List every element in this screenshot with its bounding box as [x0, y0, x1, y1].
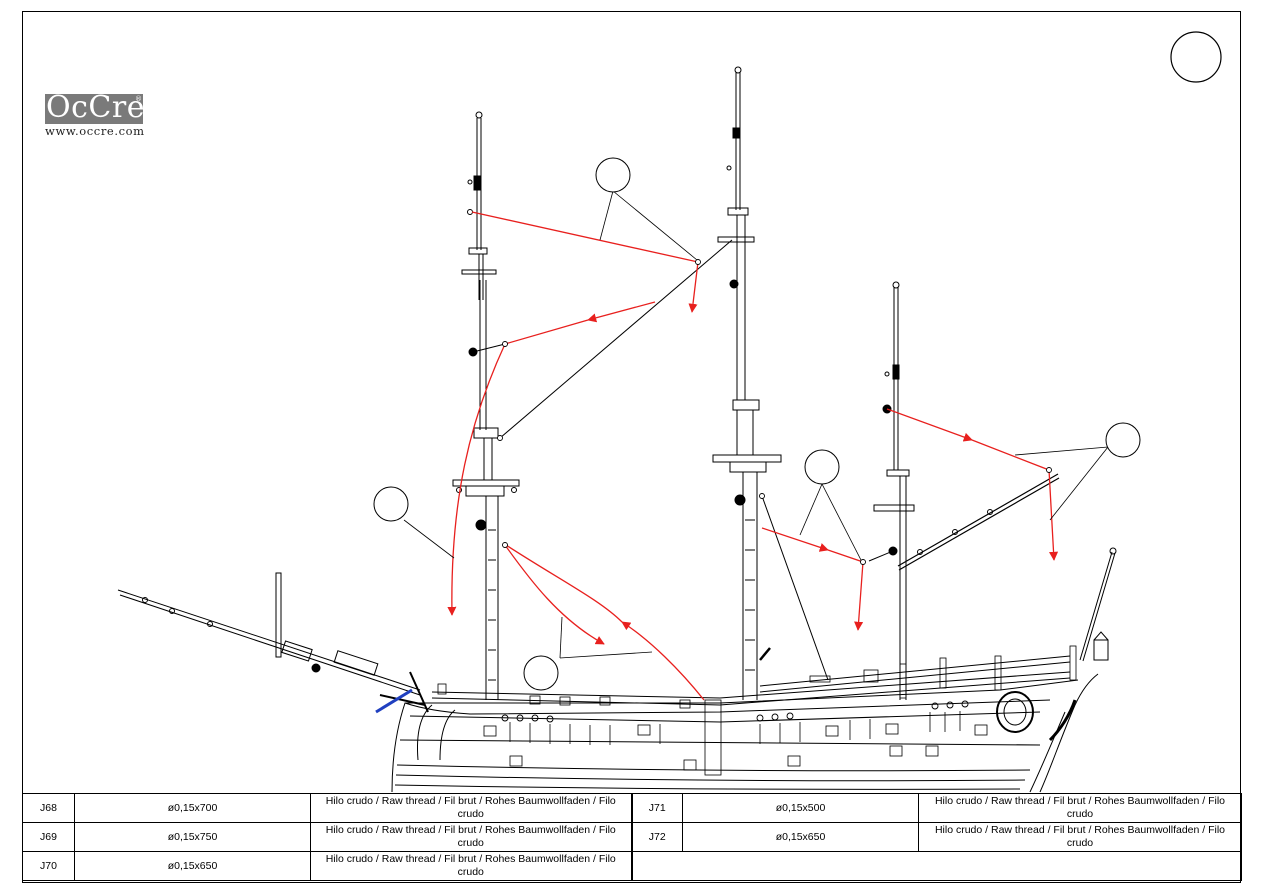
deck-fittings: [437, 645, 1077, 776]
hull: [391, 631, 1109, 793]
occre-logo: OcCre ® www.occre.com: [45, 90, 145, 138]
page-frame: [22, 11, 1241, 883]
hull-stanchions: [509, 711, 961, 745]
registered-mark-icon: ®: [135, 95, 142, 103]
callout-leaders: [403, 190, 1109, 659]
callout-circle-bottom: [523, 655, 559, 691]
part-material: Hilo crudo / Raw thread / Fil brut / Roh…: [918, 822, 1242, 852]
foremast: [452, 111, 520, 700]
logo-box: OcCre ®: [45, 90, 145, 125]
logo-wordmark: OcCre: [46, 90, 145, 125]
parts-table: J68 ø0,15x700 Hilo crudo / Raw thread / …: [22, 793, 1242, 881]
part-material: Hilo crudo / Raw thread / Fil brut / Roh…: [310, 793, 632, 823]
part-material: Hilo crudo / Raw thread / Fil brut / Roh…: [310, 851, 632, 881]
mainmast: [712, 66, 782, 700]
logo-url: www.occre.com: [45, 124, 145, 138]
part-size: ø0,15x650: [74, 851, 311, 881]
step-number-circle: [1170, 31, 1222, 83]
part-size: ø0,15x500: [682, 793, 919, 823]
table-row: J70 ø0,15x650 Hilo crudo / Raw thread / …: [22, 851, 1242, 881]
callout-circle-right: [1105, 422, 1141, 458]
standing-rigging: [472, 239, 894, 681]
table-row: J68 ø0,15x700 Hilo crudo / Raw thread / …: [22, 793, 1242, 823]
callout-circle-left: [373, 486, 409, 522]
callout-circle-top: [595, 157, 631, 193]
part-code: J70: [22, 851, 75, 881]
part-code: J68: [22, 793, 75, 823]
deadeyes: [501, 700, 969, 723]
part-code: J72: [630, 822, 683, 852]
rigging-points: [497, 259, 1052, 565]
callout-circles: [373, 31, 1222, 691]
part-material: Hilo crudo / Raw thread / Fil brut / Roh…: [310, 822, 632, 852]
table-row: J69 ø0,15x750 Hilo crudo / Raw thread / …: [22, 822, 1242, 852]
empty-cell: [630, 851, 1242, 881]
part-size: ø0,15x700: [74, 793, 311, 823]
rigging-arrows: [447, 211, 1059, 701]
part-size: ø0,15x650: [682, 822, 919, 852]
mizzenmast: [873, 281, 1117, 700]
part-material: Hilo crudo / Raw thread / Fil brut / Roh…: [918, 793, 1242, 823]
gun-ports: [483, 723, 988, 771]
part-code: J71: [630, 793, 683, 823]
part-size: ø0,15x750: [74, 822, 311, 852]
bowsprit: [117, 572, 429, 714]
callout-circle-mid: [804, 449, 840, 485]
part-code: J69: [22, 822, 75, 852]
